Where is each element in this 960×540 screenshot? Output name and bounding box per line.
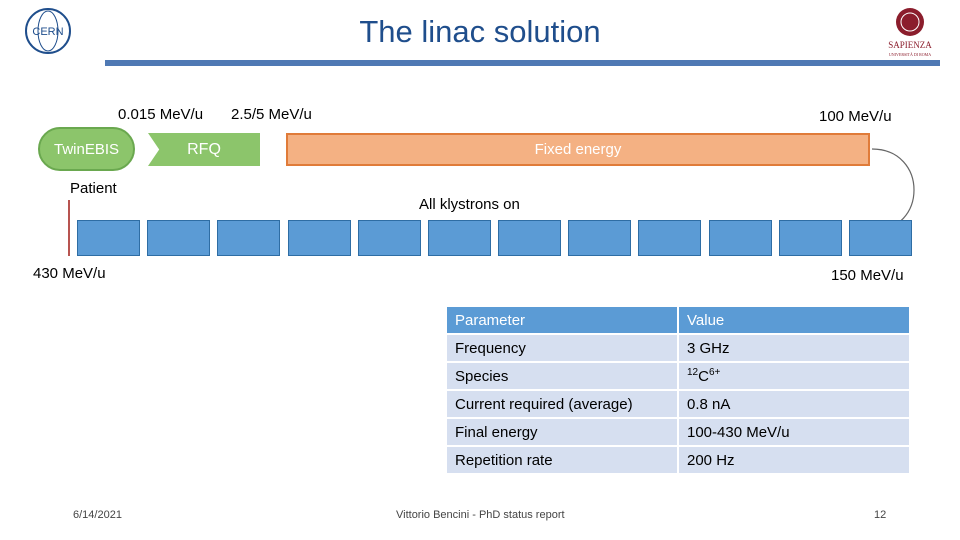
energy-label-fixed: 100 MeV/u xyxy=(819,108,892,125)
twinebis-label: TwinEBIS xyxy=(53,140,120,158)
klystron-row xyxy=(77,220,919,256)
fixed-energy-block: Fixed energy xyxy=(286,133,870,166)
klystron-box xyxy=(568,220,631,256)
fixed-energy-label: Fixed energy xyxy=(534,141,622,158)
title-divider xyxy=(105,60,940,66)
table-row: Final energy 100-430 MeV/u xyxy=(447,419,909,445)
energy-label-return: 150 MeV/u xyxy=(831,267,904,284)
table-cell: Repetition rate xyxy=(447,447,677,473)
species-symbol: C xyxy=(698,368,709,385)
table-row: Current required (average) 0.8 nA xyxy=(447,391,909,417)
patient-beamline xyxy=(68,200,70,256)
table-cell: 0.8 nA xyxy=(679,391,909,417)
klystron-box xyxy=(217,220,280,256)
table-cell: Current required (average) xyxy=(447,391,677,417)
table-cell: 100-430 MeV/u xyxy=(679,419,909,445)
klystron-box xyxy=(428,220,491,256)
species-charge: 6+ xyxy=(708,367,721,378)
klystrons-note: All klystrons on xyxy=(419,196,520,213)
table-cell: Final energy xyxy=(447,419,677,445)
sapienza-logo-text: SAPIENZA xyxy=(888,40,932,50)
klystron-box xyxy=(779,220,842,256)
table-cell: Frequency xyxy=(447,335,677,361)
cern-logo-text: CERN xyxy=(32,26,63,38)
species-mass-number: 12 xyxy=(687,367,699,378)
klystron-box xyxy=(288,220,351,256)
klystron-box xyxy=(147,220,210,256)
klystron-box xyxy=(498,220,561,256)
table-row: Repetition rate 200 Hz xyxy=(447,447,909,473)
table-cell: 12C6+ xyxy=(679,363,909,389)
footer-date: 6/14/2021 xyxy=(73,509,122,521)
klystron-box xyxy=(849,220,912,256)
energy-label-source: 0.015 MeV/u xyxy=(118,106,204,123)
klystron-box xyxy=(77,220,140,256)
table-cell: 3 GHz xyxy=(679,335,909,361)
klystron-box xyxy=(709,220,772,256)
parameter-table: Parameter Value Frequency 3 GHz Species … xyxy=(445,305,911,475)
slide-title: The linac solution xyxy=(359,14,601,49)
table-row: Species 12C6+ xyxy=(447,363,909,389)
patient-label: Patient xyxy=(70,180,117,197)
table-header-cell: Parameter xyxy=(447,307,677,333)
table-header-cell: Value xyxy=(679,307,909,333)
table-cell: 200 Hz xyxy=(679,447,909,473)
page-number: 12 xyxy=(874,509,887,521)
rfq-label: RFQ xyxy=(187,140,221,158)
table-header-row: Parameter Value xyxy=(447,307,909,333)
cern-logo: CERN xyxy=(25,8,71,54)
twinebis-source: TwinEBIS xyxy=(38,127,135,171)
energy-label-final: 430 MeV/u xyxy=(33,265,106,282)
energy-label-rfq: 2.5/5 MeV/u xyxy=(231,106,312,123)
klystron-box xyxy=(358,220,421,256)
table-row: Frequency 3 GHz xyxy=(447,335,909,361)
rfq-block: RFQ xyxy=(148,133,260,166)
sapienza-logo-subtext: UNIVERSITÀ DI ROMA xyxy=(889,52,931,57)
sapienza-logo: SAPIENZA UNIVERSITÀ DI ROMA xyxy=(888,8,932,57)
klystron-box xyxy=(638,220,701,256)
footer-author: Vittorio Bencini - PhD status report xyxy=(396,509,565,521)
table-cell: Species xyxy=(447,363,677,389)
